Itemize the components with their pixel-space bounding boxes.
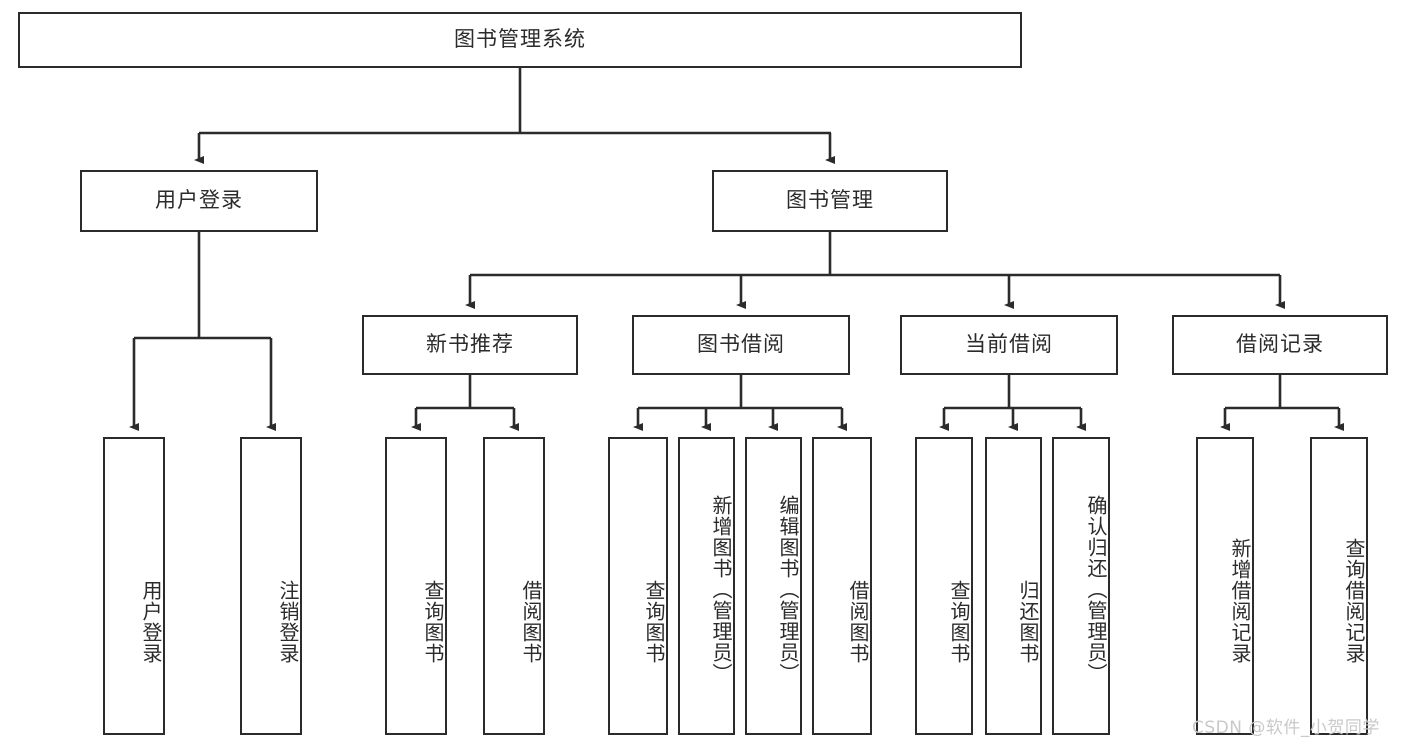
- leaf-edit-book-admin[interactable]: 编辑图书（管理员）: [745, 437, 802, 735]
- node-book-management[interactable]: 图书管理: [712, 170, 948, 232]
- leaf-query-books-recommend[interactable]: 查询图书: [385, 437, 447, 735]
- leaf-logout[interactable]: 注销登录: [240, 437, 302, 735]
- node-current-borrow[interactable]: 当前借阅: [900, 315, 1118, 375]
- leaf-query-borrow-record[interactable]: 查询借阅记录: [1310, 437, 1368, 735]
- leaf-borrow-books-borrow[interactable]: 借阅图书: [812, 437, 872, 735]
- node-book-borrow[interactable]: 图书借阅: [632, 315, 850, 375]
- node-root-system[interactable]: 图书管理系统: [18, 12, 1022, 68]
- node-new-book-recommend[interactable]: 新书推荐: [362, 315, 578, 375]
- leaf-confirm-return-admin[interactable]: 确认归还（管理员）: [1052, 437, 1110, 735]
- leaf-query-books-borrow[interactable]: 查询图书: [608, 437, 668, 735]
- leaf-user-login[interactable]: 用户登录: [103, 437, 165, 735]
- leaf-add-book-admin[interactable]: 新增图书（管理员）: [678, 437, 735, 735]
- leaf-add-borrow-record[interactable]: 新增借阅记录: [1196, 437, 1254, 735]
- leaf-borrow-books-recommend[interactable]: 借阅图书: [483, 437, 545, 735]
- node-user-login[interactable]: 用户登录: [80, 170, 318, 232]
- leaf-query-books-current[interactable]: 查询图书: [915, 437, 973, 735]
- leaf-return-book[interactable]: 归还图书: [985, 437, 1042, 735]
- node-borrow-record[interactable]: 借阅记录: [1172, 315, 1388, 375]
